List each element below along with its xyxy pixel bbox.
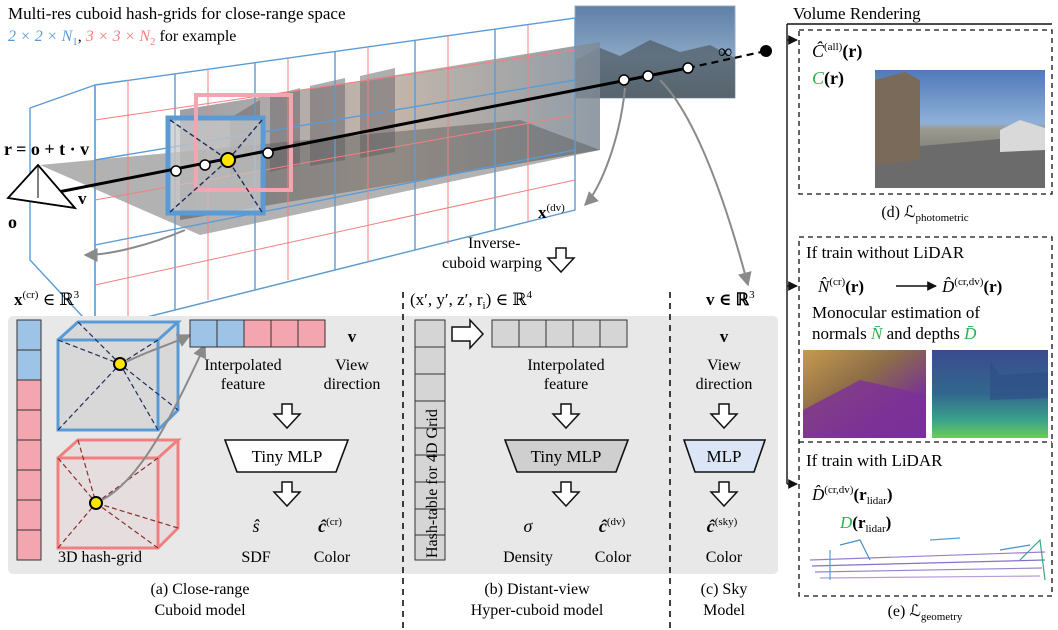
b-feature-row (491, 319, 628, 348)
c-caption-2: Model (703, 602, 745, 619)
b-interp-1: Interpolated (527, 357, 604, 374)
highlight-red-cell (194, 93, 293, 192)
origin-label: o (8, 212, 17, 232)
highlight-blue-cell (165, 115, 266, 216)
c-gt-label: C(r) (812, 68, 844, 89)
models-panel-bg (8, 316, 778, 574)
header-example: 2 × 2 × N1, 3 × 3 × N2 for example (8, 28, 236, 48)
a-view-1: View (335, 357, 369, 374)
c-view-2: direction (696, 376, 753, 393)
b-out-density: Density (503, 549, 553, 566)
b-tiny-mlp (503, 439, 630, 473)
lidar-point-cloud (809, 537, 1046, 581)
d-caption: (d) ℒphotometric (881, 204, 968, 224)
ray-equation: r = o + t · v (4, 139, 89, 159)
feature-column (16, 319, 42, 561)
n-hat-label: N̂(cr)(r) (817, 276, 864, 296)
b-arrow-1 (551, 403, 581, 430)
a-out-sdf-sym: ŝ (252, 516, 260, 536)
a-arrow-2 (272, 481, 302, 508)
direction-label: v (78, 189, 87, 208)
hash-table-column (414, 319, 446, 561)
no-lidar-title: If train without LiDAR (806, 243, 965, 262)
lidar-title: If train with LiDAR (806, 451, 943, 470)
panel-geometry: If train without LiDAR N̂(cr)(r) D̂(cr,d… (798, 236, 1053, 623)
c-arrow-1 (709, 403, 739, 430)
x-dv-label: x(dv) (538, 202, 565, 222)
a-out-sdf: SDF (241, 549, 270, 566)
warp-label-2: cuboid warping (442, 255, 542, 272)
warp-down-arrow (546, 247, 576, 274)
b-right-arrow (451, 318, 485, 350)
b-interp-2: feature (544, 376, 588, 393)
e-caption: (e) ℒgeometry (888, 603, 963, 623)
a-mlp-label: Tiny MLP (252, 447, 323, 466)
panel-photometric: Ĉ(all)(r) C(r) (d) ℒphotometric (798, 29, 1053, 224)
b-arrow-2 (551, 481, 581, 508)
mono-line-1: Monocular estimation of (812, 303, 980, 322)
header-title: Multi-res cuboid hash-grids for close-ra… (8, 4, 346, 23)
c-arrow-2 (709, 481, 739, 508)
c-view-v: v (720, 327, 729, 346)
a-out-color-sym: ĉ(cr) (318, 516, 342, 536)
b-caption-2: Hyper-cuboid model (471, 602, 604, 619)
b-out-color-sym: ĉ(dv) (599, 516, 626, 536)
sample-point (220, 152, 236, 168)
a-interp-2: feature (221, 376, 265, 393)
c-view-1: View (707, 357, 741, 374)
ray-line (37, 66, 689, 198)
c-mlp (682, 439, 767, 473)
panel-sky: v ∈ ℝ3 v View direction MLP ĉ(sky) Color… (682, 289, 767, 619)
a-interp-1: Interpolated (204, 357, 281, 374)
b-mlp-label: Tiny MLP (531, 447, 602, 466)
panel-distant-view: (x′, y′, z′, ri) ∈ ℝ4 Hash-table for 4D … (410, 289, 632, 619)
a-view-v: v (348, 327, 357, 346)
a-caption-1: (a) Close-range (150, 581, 249, 598)
red-cube (56, 438, 182, 550)
a-tiny-mlp (223, 439, 350, 473)
c-out-color: Color (706, 549, 743, 566)
b-caption-1: (b) Distant-view (484, 581, 590, 598)
b-out-density-sym: σ (524, 516, 534, 536)
a-caption-2: Cuboid model (154, 602, 246, 619)
c-caption-1: (c) Sky (701, 581, 748, 598)
panel-c-input: v ∈ ℝ3 (706, 289, 755, 309)
panel-a-input: x(cr) ∈ ℝ3 (14, 289, 80, 309)
d-hat-label: D̂(cr,dv)(r) (941, 276, 1002, 296)
b-table-label: Hash-table for 4D Grid (424, 409, 441, 558)
c-mlp-label: MLP (707, 447, 742, 466)
blue-cube (56, 320, 182, 432)
infinity-label: ∞ (718, 41, 732, 63)
panel-close-range: x(cr) ∈ ℝ3 (14, 289, 380, 619)
c-all-label: Ĉ(all)(r) (812, 40, 862, 62)
a-grid-label: 3D hash-grid (58, 549, 142, 566)
b-out-color: Color (595, 549, 632, 566)
infinity-point (760, 45, 772, 57)
a-view-2: direction (324, 376, 381, 393)
c-out-color-sym: ĉ(sky) (707, 516, 738, 536)
a-out-color: Color (314, 549, 351, 566)
warp-label-1: Inverse- (468, 235, 520, 252)
lidar-d-hat: D̂(cr,dv)(rlidar) (811, 484, 893, 507)
volume-rendering-title: Volume Rendering (793, 4, 921, 23)
panel-b-input: (x′, y′, z′, ri) ∈ ℝ4 (410, 289, 532, 312)
mono-line-2: normals N̄ and depths D̄ (812, 324, 977, 343)
interpolated-feature-row (189, 319, 326, 348)
scene-illustration (6, 5, 772, 331)
a-arrow-1 (272, 403, 302, 430)
lidar-d-gt: D(rlidar) (839, 513, 891, 535)
